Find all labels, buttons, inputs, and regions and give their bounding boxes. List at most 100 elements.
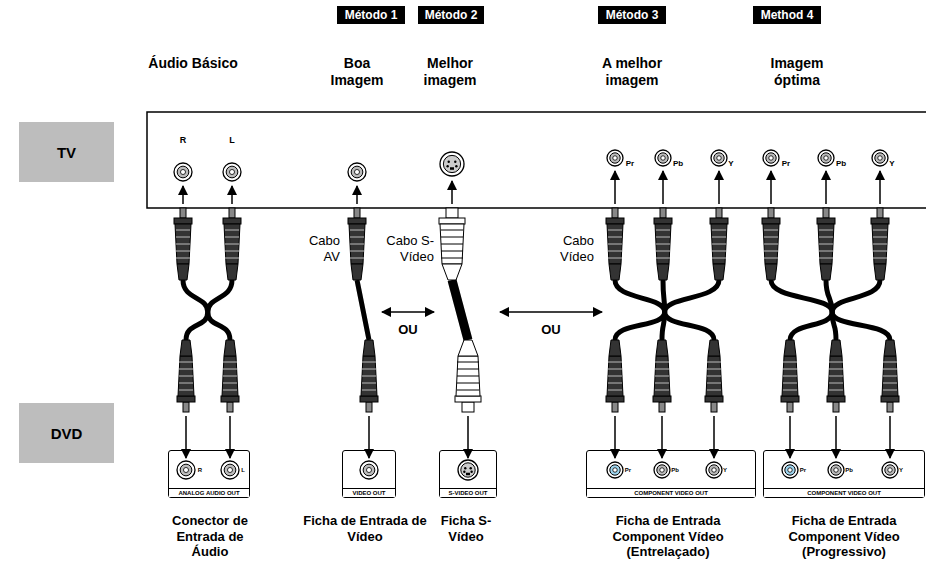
plug-strain-relief: [884, 340, 896, 356]
plug-tip: [446, 208, 458, 218]
rca-jack: [655, 150, 671, 166]
rca-plug: [606, 340, 624, 412]
plug-body: [222, 356, 238, 396]
jack-pin: [660, 468, 664, 472]
plug-grip: [223, 390, 237, 391]
plug-tip: [768, 208, 774, 218]
rca-plug: [871, 208, 889, 280]
plug-body: [711, 224, 727, 264]
plug-collar: [348, 218, 366, 224]
jack-pin: [470, 471, 472, 473]
jack-letter: Y: [723, 160, 739, 168]
s-video-jack: [458, 460, 478, 480]
cable-name: Cabo S-Vídeo: [378, 233, 434, 264]
connector-caption: Ficha S-Vídeo: [434, 513, 498, 544]
jack-pin: [717, 156, 721, 160]
insert-arrow: [467, 416, 469, 458]
plug-strain-relief: [765, 264, 777, 280]
plug-grip: [873, 237, 887, 238]
insert-arrow: [718, 171, 720, 204]
plug-grip: [883, 369, 897, 370]
plug-grip: [179, 376, 193, 377]
plug-grip: [707, 390, 721, 391]
jack-ring: [607, 462, 623, 478]
plug-grip: [608, 390, 622, 391]
or-label: OU: [536, 322, 566, 338]
insert-arrow: [879, 171, 881, 204]
plug-grip: [764, 251, 778, 252]
rca-jack: [882, 462, 898, 478]
method-badge: Método 2: [418, 6, 484, 24]
rca-jack: [763, 150, 779, 166]
rca-jack: [828, 462, 844, 478]
jack-body: [177, 166, 189, 178]
plug-grip: [225, 237, 239, 238]
plug-collar: [606, 218, 624, 224]
jack-pin: [448, 161, 450, 163]
rca-plug: [762, 208, 780, 280]
jack-letter: Y: [895, 467, 907, 473]
or-arrow: [382, 311, 434, 313]
method-badge: Método 1: [337, 6, 405, 24]
jack-body: [657, 465, 667, 475]
jack-letter: L: [225, 136, 239, 145]
rca-plug: [817, 208, 835, 280]
jack-letter: Pr: [778, 160, 794, 168]
jack-body: [224, 464, 236, 476]
plug-grip: [819, 251, 833, 252]
insert-arrow: [368, 416, 370, 458]
plug-grip: [223, 383, 237, 384]
plug-body: [175, 224, 191, 264]
device-name: DVD: [51, 425, 83, 442]
plug-grip: [829, 376, 843, 377]
plug-grip: [457, 383, 479, 384]
plug-tip: [877, 208, 883, 218]
plug-strain-relief: [830, 340, 842, 356]
plug-collar: [871, 218, 889, 224]
rca-plug: [174, 208, 192, 280]
plug-strain-relief: [351, 264, 363, 280]
jack-body: [885, 465, 895, 475]
jack-pin: [464, 467, 466, 469]
method-title: Método 1: [345, 8, 398, 22]
jack-body: [821, 153, 831, 163]
plug-grip: [707, 376, 721, 377]
plug-grip: [362, 383, 376, 384]
plug-tip: [716, 208, 722, 218]
s-video-plug: [455, 340, 481, 412]
plug-grip: [176, 230, 190, 231]
rca-jack: [223, 163, 241, 181]
plug-grip: [655, 362, 669, 363]
jack-pin: [454, 161, 456, 163]
plug-body: [224, 224, 240, 264]
plug-grip: [764, 258, 778, 259]
plug-strain-relief: [442, 264, 462, 280]
plug-tip: [659, 402, 665, 412]
jack-ring: [872, 150, 888, 166]
plug-grip: [223, 369, 237, 370]
plug-grip: [225, 244, 239, 245]
jack-pin: [824, 156, 828, 160]
plug-grip: [883, 362, 897, 363]
rca-plug: [654, 208, 672, 280]
plug-collar: [221, 396, 239, 402]
plug-strain-relief: [820, 264, 832, 280]
plug-tip: [660, 208, 666, 218]
cable-name: Cabo Vídeo: [544, 233, 594, 264]
plug-grip: [225, 230, 239, 231]
rca-plug: [710, 208, 728, 280]
cable: [452, 280, 468, 340]
plug-body: [607, 356, 623, 396]
jack-letter: Pr: [797, 467, 809, 473]
plug-grip: [873, 258, 887, 259]
plug-strain-relief: [177, 264, 189, 280]
rca-jack: [782, 462, 798, 478]
plug-tip: [887, 402, 893, 412]
plug-grip: [829, 390, 843, 391]
plug-grip: [441, 244, 463, 245]
output-jack-panel: ANALOG AUDIO OUT: [168, 450, 250, 498]
plug-grip: [764, 230, 778, 231]
insert-arrow: [229, 416, 231, 458]
plug-grip: [764, 237, 778, 238]
device-label-box: TV: [19, 122, 114, 182]
